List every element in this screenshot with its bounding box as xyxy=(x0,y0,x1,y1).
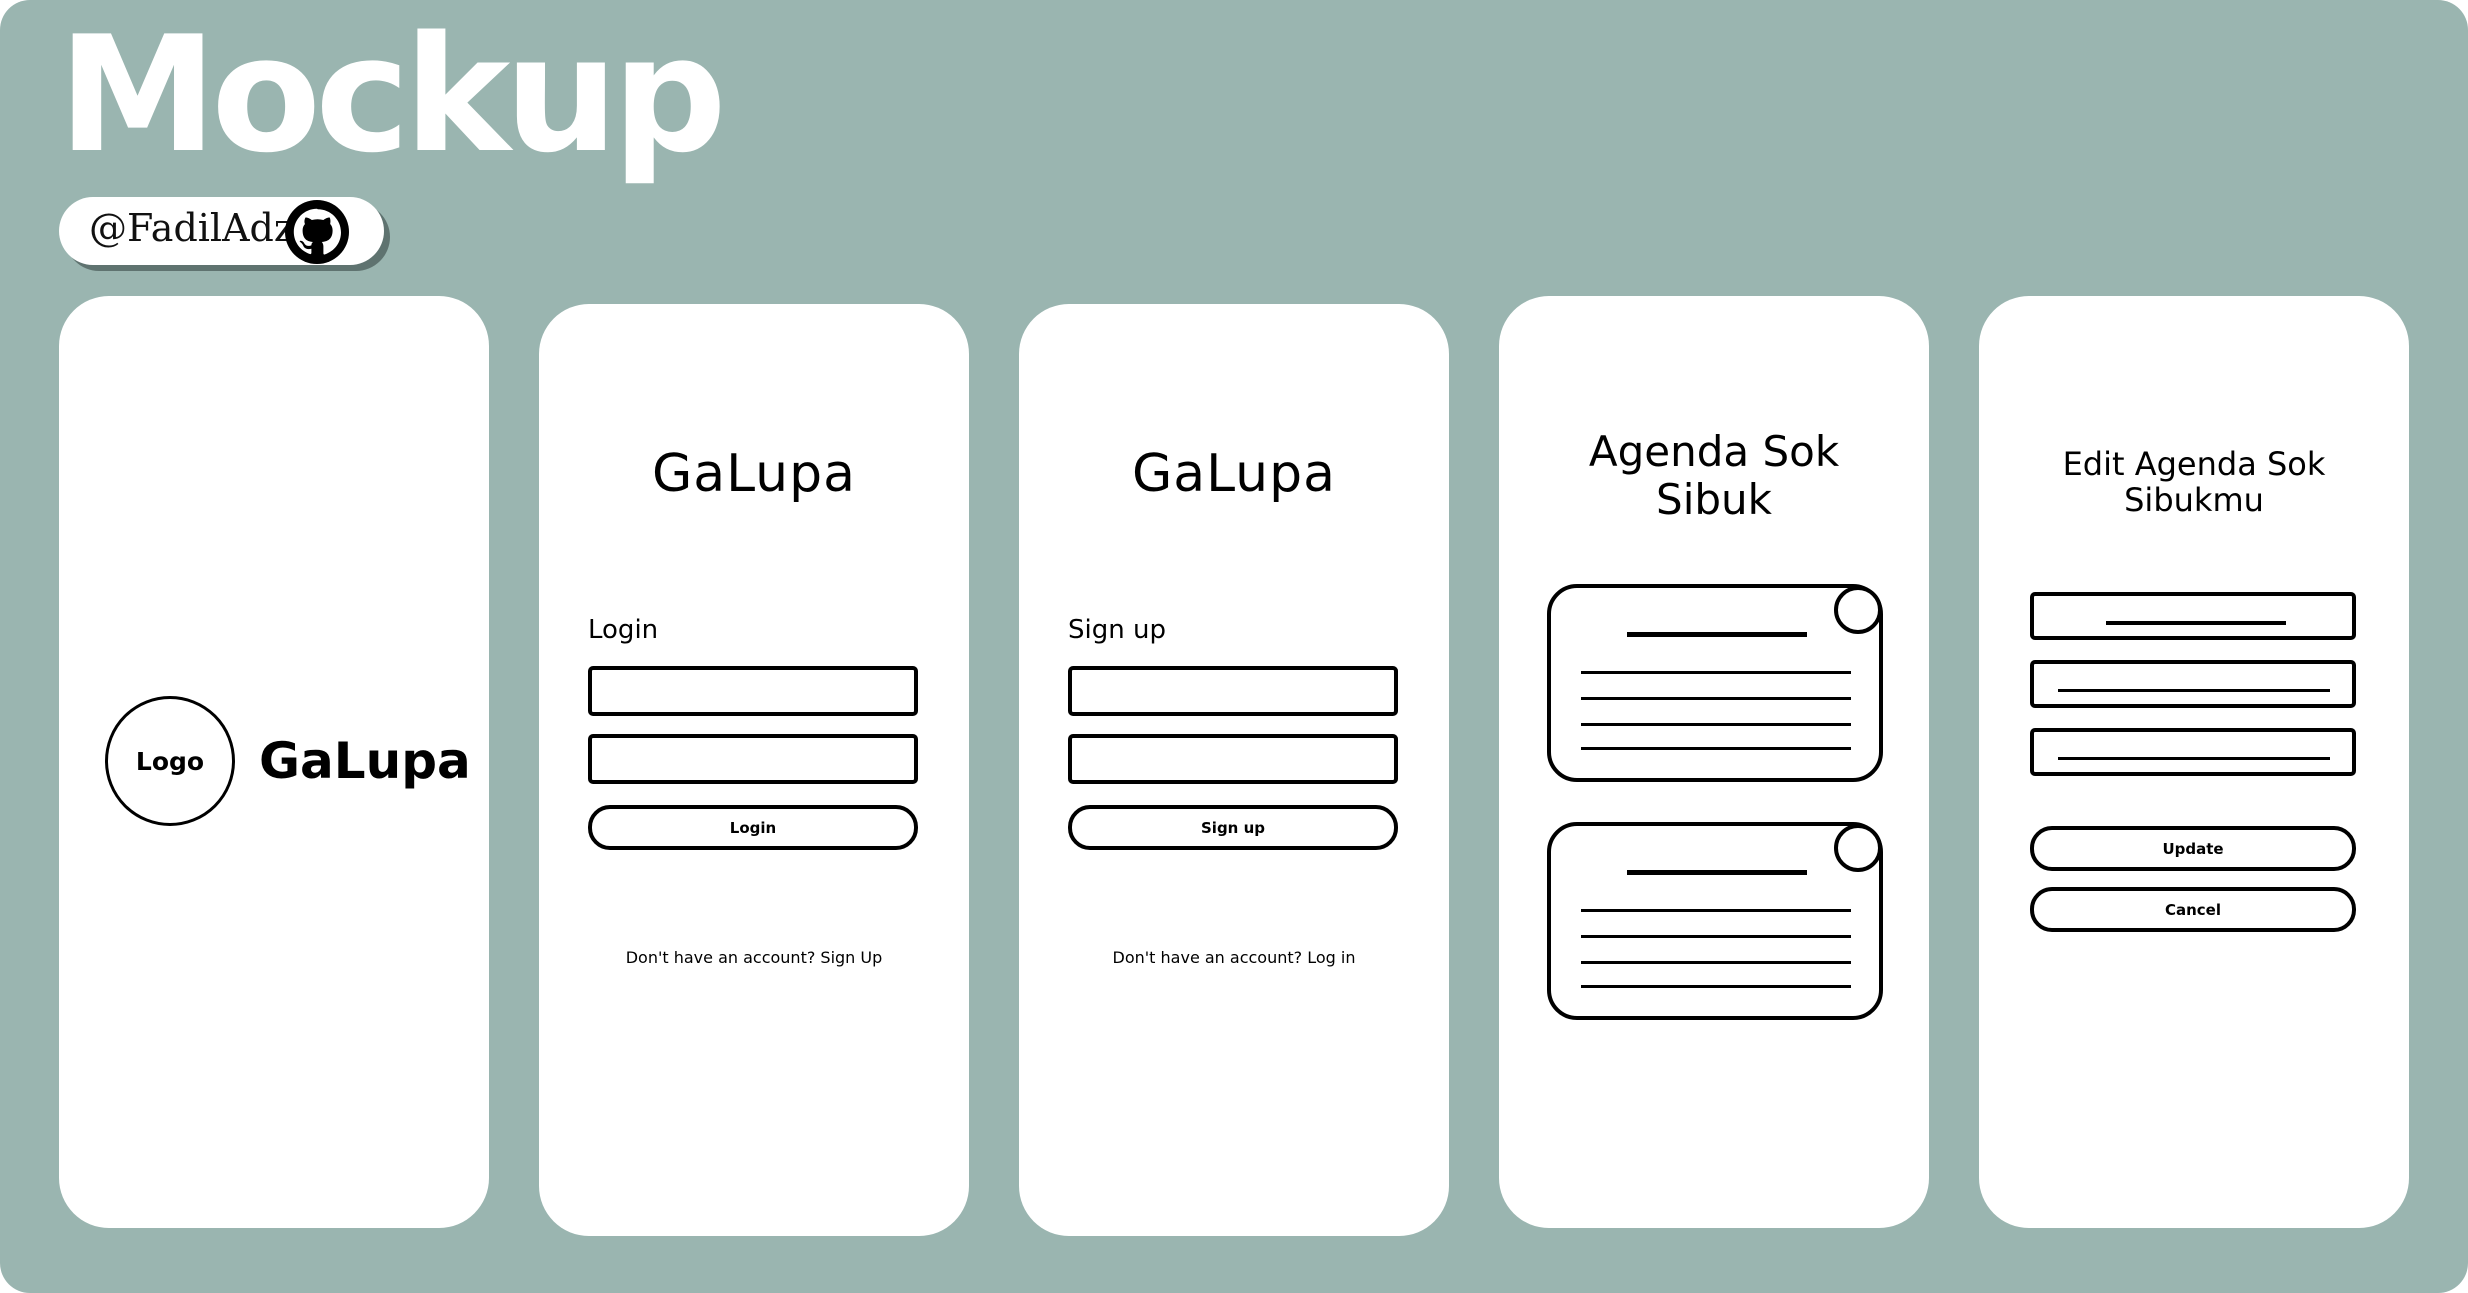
card-text-line xyxy=(1581,697,1851,700)
field-text-line xyxy=(2106,621,2286,625)
card-text-line xyxy=(1581,961,1851,964)
app-name: GaLupa xyxy=(1131,444,1337,504)
logo-label: Logo xyxy=(135,746,205,776)
logo-placeholder: Logo xyxy=(105,696,235,826)
agenda-heading-line2: Sibuk xyxy=(1656,475,1772,524)
username-field[interactable] xyxy=(588,666,918,716)
field-text-line xyxy=(2058,757,2330,760)
signup-link[interactable]: Don't have an account? Sign Up xyxy=(625,948,883,967)
app-name: GaLupa xyxy=(651,444,857,504)
card-text-line xyxy=(1581,985,1851,988)
agenda-card[interactable] xyxy=(1547,822,1883,1020)
cancel-button-label: Cancel xyxy=(2164,900,2221,919)
card-text-line xyxy=(1581,909,1851,912)
login-link[interactable]: Don't have an account? Log in xyxy=(1112,948,1356,967)
app-name: GaLupa xyxy=(259,732,471,790)
password-field[interactable] xyxy=(1068,734,1398,784)
login-button-label: Login xyxy=(729,818,777,837)
update-button-label: Update xyxy=(2162,839,2224,858)
card-text-line xyxy=(1581,671,1851,674)
date-field[interactable] xyxy=(2030,728,2356,776)
author-handle: @FadilAdz xyxy=(89,206,294,250)
card-checkbox[interactable] xyxy=(1834,824,1882,872)
agenda-heading-line1: Agenda Sok xyxy=(1588,427,1840,476)
edit-heading-line2: Sibukmu xyxy=(2124,481,2264,519)
github-icon xyxy=(285,200,349,264)
login-screen: GaLupa Login Login Don't have an account… xyxy=(539,304,969,1236)
agenda-list-screen: Agenda Sok Sibuk xyxy=(1499,296,1929,1228)
cancel-button[interactable]: Cancel xyxy=(2030,887,2356,932)
signup-button[interactable]: Sign up xyxy=(1068,805,1398,850)
edit-heading: Edit Agenda Sok Sibukmu xyxy=(1979,446,2409,518)
agenda-card[interactable] xyxy=(1547,584,1883,782)
agenda-heading: Agenda Sok Sibuk xyxy=(1499,428,1929,524)
card-text-line xyxy=(1581,935,1851,938)
form-label: Sign up xyxy=(1068,615,1166,645)
page-title: Mockup xyxy=(58,1,727,188)
signup-button-label: Sign up xyxy=(1201,818,1265,837)
card-checkbox[interactable] xyxy=(1834,586,1882,634)
edit-heading-line1: Edit Agenda Sok xyxy=(2062,445,2326,483)
card-text-line xyxy=(1581,747,1851,750)
title-field[interactable] xyxy=(2030,592,2356,640)
splash-screen: Logo GaLupa xyxy=(59,296,489,1228)
password-field[interactable] xyxy=(588,734,918,784)
author-handle-badge[interactable]: @FadilAdz xyxy=(59,197,384,265)
form-label: Login xyxy=(588,615,659,645)
description-field[interactable] xyxy=(2030,660,2356,708)
login-button[interactable]: Login xyxy=(588,805,918,850)
username-field[interactable] xyxy=(1068,666,1398,716)
field-text-line xyxy=(2058,689,2330,692)
card-title-line xyxy=(1627,632,1807,637)
edit-agenda-screen: Edit Agenda Sok Sibukmu Update Cancel xyxy=(1979,296,2409,1228)
card-text-line xyxy=(1581,723,1851,726)
update-button[interactable]: Update xyxy=(2030,826,2356,871)
card-title-line xyxy=(1627,870,1807,875)
signup-screen: GaLupa Sign up Sign up Don't have an acc… xyxy=(1019,304,1449,1236)
